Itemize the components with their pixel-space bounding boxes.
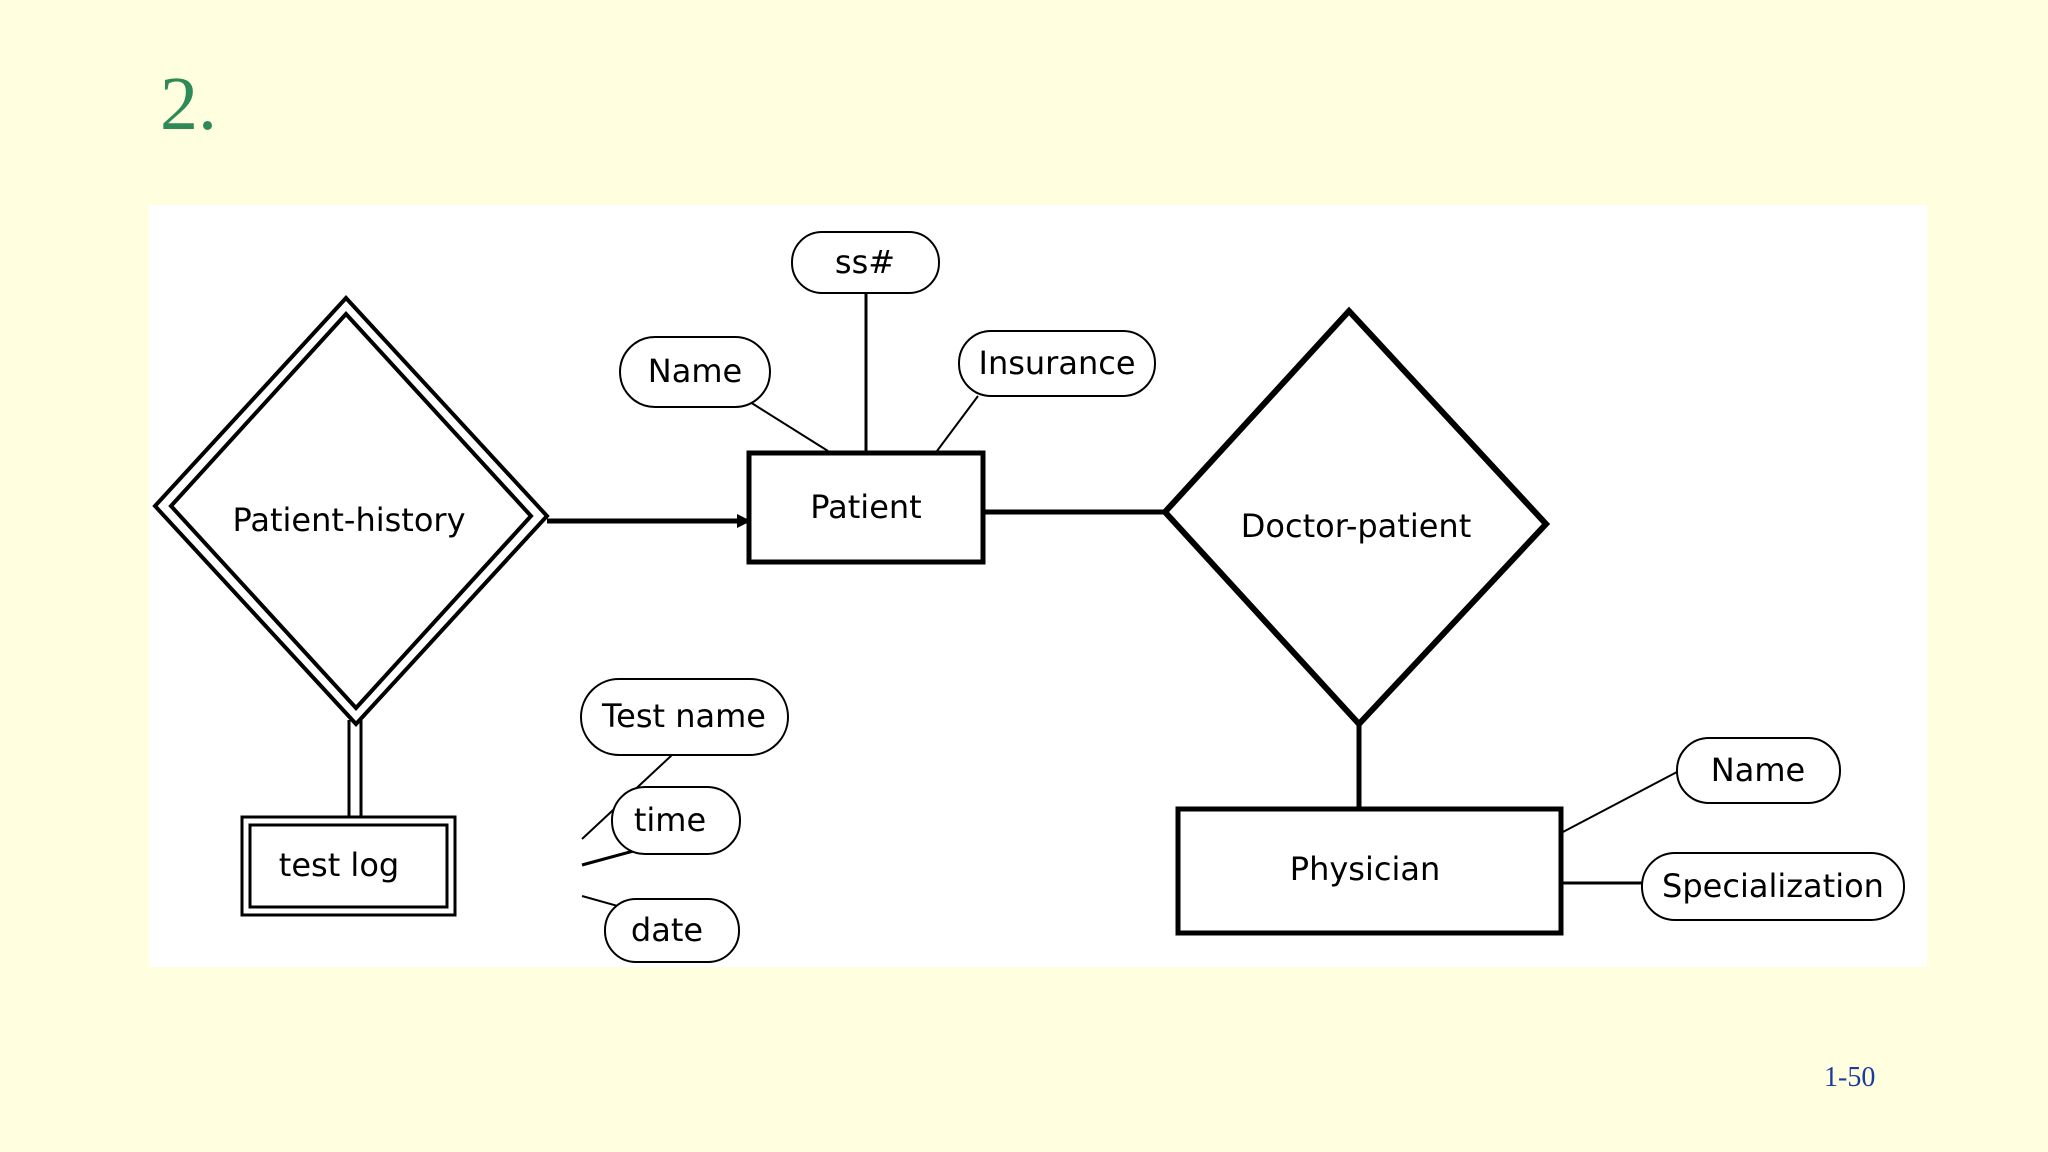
er-diagram: Patient-history Doctor-patient Patient P… (149, 205, 1927, 967)
entity-patient-label: Patient (810, 488, 921, 526)
relationship-patient-history-label: Patient-history (232, 501, 465, 539)
attribute-patient-name: Name (619, 336, 771, 408)
attribute-specialization-label: Specialization (1662, 867, 1884, 905)
relationship-patient-history: Patient-history (152, 295, 550, 727)
attribute-ssn-label: ss# (835, 243, 895, 281)
attribute-insurance: Insurance (958, 330, 1156, 397)
entity-test-log: test log (240, 815, 457, 917)
connector-patient-name (749, 401, 829, 452)
entity-physician: Physician (1175, 806, 1564, 936)
entity-physician-label: Physician (1290, 850, 1440, 888)
entity-patient: Patient (746, 450, 986, 565)
attribute-physician-name: Name (1676, 737, 1841, 804)
slide-title: 2. (160, 62, 217, 146)
attribute-test-name: Test name (580, 678, 789, 756)
relationship-doctor-patient-label: Doctor-patient (1241, 507, 1471, 545)
attribute-time-label: time (634, 801, 706, 839)
attribute-specialization: Specialization (1641, 852, 1905, 921)
attribute-test-name-label: Test name (601, 697, 766, 735)
attribute-physician-name-label: Name (1711, 751, 1805, 789)
attribute-time: time (611, 786, 741, 855)
attribute-insurance-label: Insurance (979, 344, 1136, 382)
connector-physician-name (1560, 771, 1678, 834)
attribute-patient-name-label: Name (648, 352, 742, 390)
relationship-doctor-patient: Doctor-patient (1160, 306, 1551, 729)
attribute-date: date (604, 898, 740, 963)
connector-insurance (936, 395, 979, 452)
attribute-date-label: date (631, 911, 703, 949)
attribute-ssn: ss# (791, 231, 940, 294)
entity-test-log-label: test log (279, 846, 399, 884)
slide-number: 1-50 (1824, 1062, 1876, 1093)
